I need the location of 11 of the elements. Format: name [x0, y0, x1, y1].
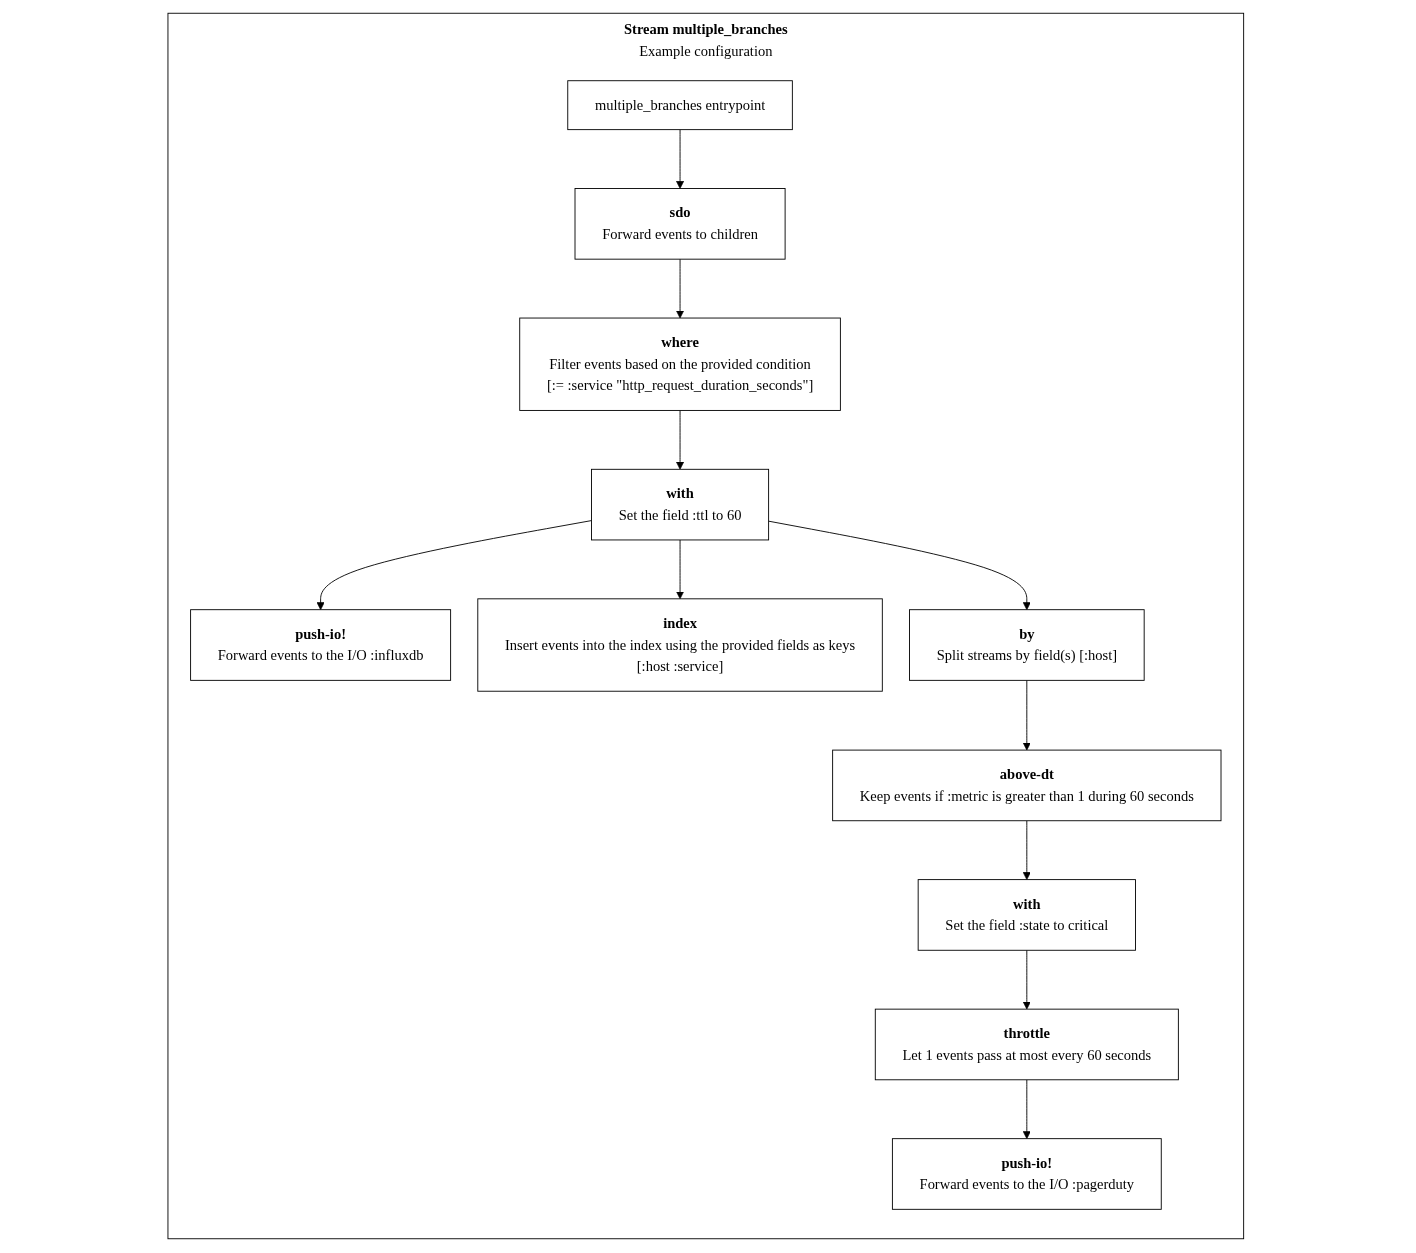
node-box	[917, 879, 1137, 951]
node-box	[832, 749, 1222, 822]
node-box	[574, 188, 786, 260]
node-box	[190, 609, 452, 681]
node-box	[909, 609, 1145, 681]
node-box	[875, 1008, 1179, 1081]
node-box	[519, 317, 842, 411]
node-box	[892, 1138, 1162, 1210]
node-box	[477, 598, 883, 692]
node-box	[591, 468, 770, 541]
node-box	[567, 80, 793, 131]
